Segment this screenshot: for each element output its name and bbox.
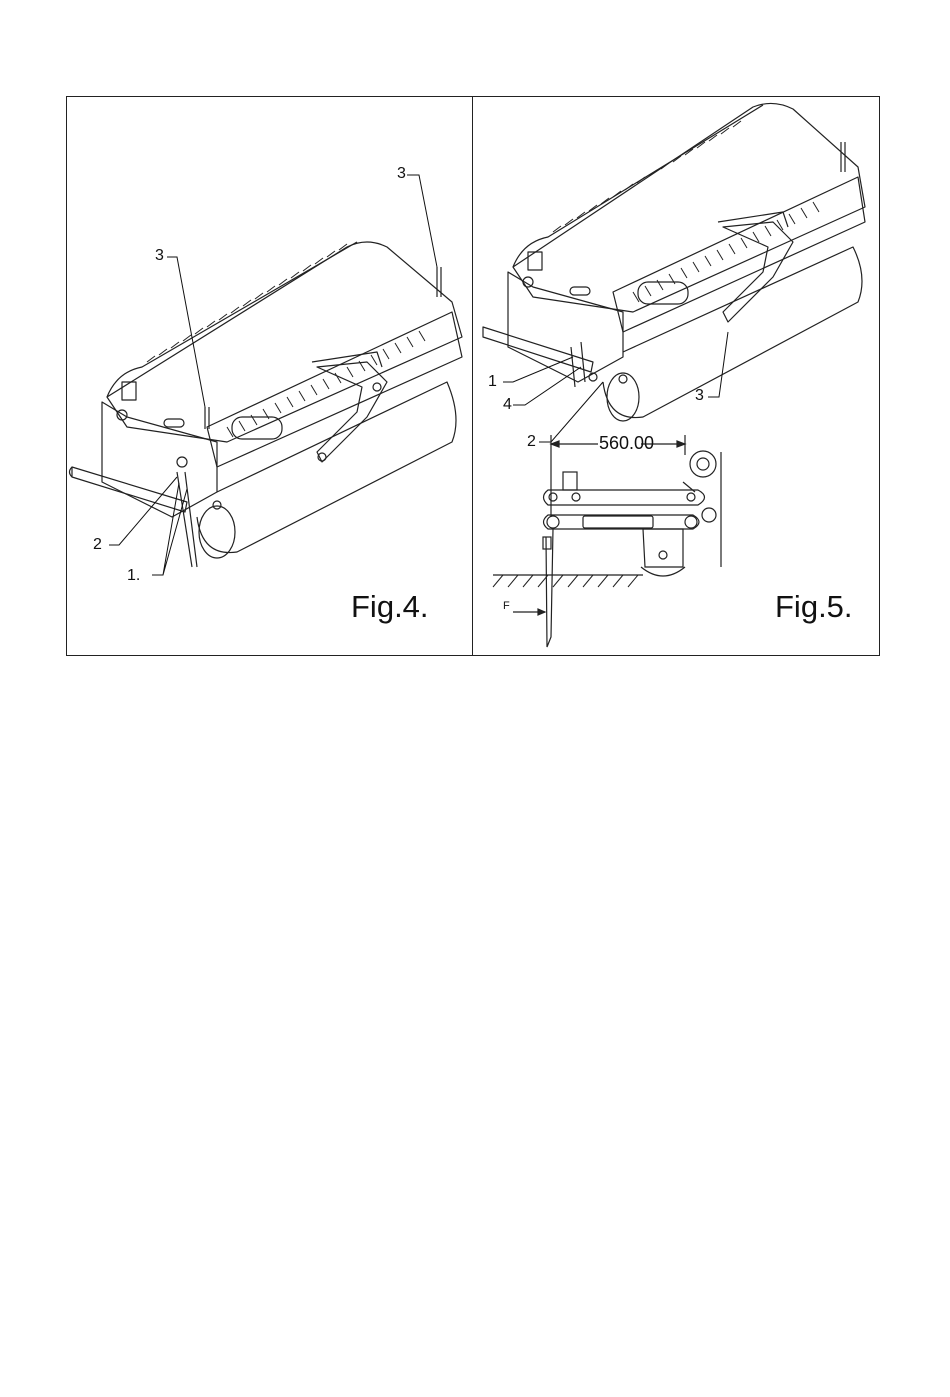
fig5-callout-4: 4: [503, 396, 512, 414]
figure-5-panel: 1 4 2 3 560.00 F Fig.5.: [473, 97, 879, 655]
fig4-callout-2: 2: [93, 536, 102, 554]
fig4-callout-1: 1.: [127, 567, 140, 585]
figure-5-drawing: [473, 97, 879, 655]
fig5-callout-1: 1: [488, 373, 497, 391]
dimension-label: 560.00: [599, 433, 654, 454]
fig5-callout-3: 3: [695, 387, 704, 405]
figure-4-caption: Fig.4.: [351, 589, 429, 625]
fig4-callout-3-left: 3: [155, 247, 164, 265]
fig4-callout-3-right: 3: [397, 165, 406, 183]
figure-5-caption: Fig.5.: [775, 589, 853, 625]
force-label: F: [503, 600, 510, 612]
figure-4-panel: 3 3 2 1. Fig.4.: [67, 97, 472, 655]
fig5-callout-2: 2: [527, 433, 536, 451]
